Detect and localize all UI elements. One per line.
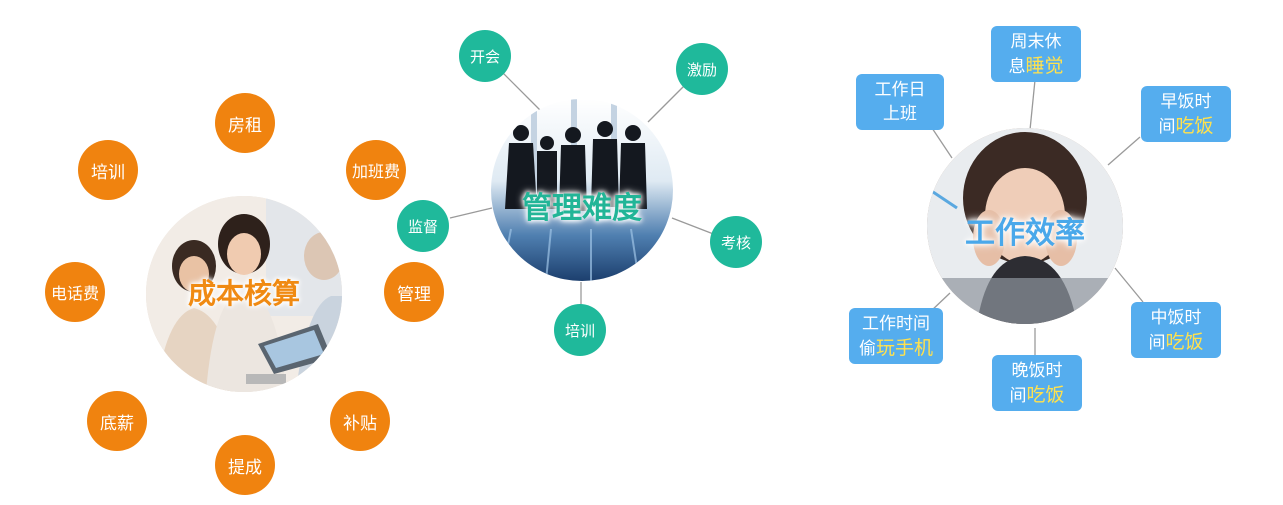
cost-node-management[interactable]: 管理 bbox=[384, 262, 444, 322]
cost-hub-title: 成本核算 bbox=[187, 277, 300, 310]
management-node-training[interactable]: 培训 bbox=[554, 304, 606, 356]
connector-workday bbox=[931, 127, 953, 159]
weekend-line1: 周末休 bbox=[1010, 32, 1062, 52]
connector-lunch bbox=[1114, 267, 1144, 303]
management-node-supervise[interactable]: 监督 bbox=[397, 200, 449, 252]
cost-node-training[interactable]: 培训 bbox=[78, 140, 138, 200]
efficiency-node-phone[interactable]: 工作时间 偷玩手机 bbox=[849, 308, 943, 364]
efficiency-node-weekend[interactable]: 周末休 息睡觉 bbox=[991, 26, 1081, 82]
efficiency-node-lunch[interactable]: 中饭时 间吃饭 bbox=[1131, 302, 1221, 358]
management-node-incentive[interactable]: 激励 bbox=[676, 43, 728, 95]
dinner-line1: 晚饭时 bbox=[1011, 361, 1063, 381]
cost-node-commission[interactable]: 提成 bbox=[215, 435, 275, 495]
dinner-line2-highlight: 吃饭 bbox=[1026, 384, 1065, 406]
office-people-illustration bbox=[146, 196, 342, 392]
phone-line2-plain: 偷 bbox=[858, 339, 876, 359]
efficiency-hub-circle: 工作效率 bbox=[927, 128, 1123, 324]
efficiency-node-workday[interactable]: 工作日 上班 bbox=[856, 74, 944, 130]
lunch-line2-plain: 间 bbox=[1148, 333, 1166, 353]
management-node-meeting[interactable]: 开会 bbox=[459, 30, 511, 82]
cost-node-rent[interactable]: 房租 bbox=[215, 93, 275, 153]
breakfast-line2-highlight: 吃饭 bbox=[1175, 115, 1214, 137]
cost-node-overtime[interactable]: 加班费 bbox=[346, 140, 406, 200]
weekend-line2-plain: 息 bbox=[1008, 57, 1026, 77]
breakfast-line2-plain: 间 bbox=[1158, 117, 1176, 137]
business-silhouettes-illustration bbox=[500, 99, 647, 281]
breakfast-line1: 早饭时 bbox=[1160, 92, 1212, 112]
lunch-line2-highlight: 吃饭 bbox=[1165, 331, 1204, 353]
workday-line2: 上班 bbox=[883, 104, 917, 124]
management-node-assessment[interactable]: 考核 bbox=[710, 216, 762, 268]
cost-node-base-salary[interactable]: 底薪 bbox=[87, 391, 147, 451]
phone-line2-highlight: 玩手机 bbox=[875, 337, 933, 359]
dinner-line2-plain: 间 bbox=[1009, 386, 1027, 406]
cost-hub-circle: 成本核算 bbox=[146, 196, 342, 392]
cost-node-phone-bill[interactable]: 电话费 bbox=[45, 262, 105, 322]
workday-line1: 工作日 bbox=[874, 80, 926, 100]
management-hub-title: 管理难度 bbox=[522, 191, 642, 226]
phone-line1: 工作时间 bbox=[862, 314, 930, 334]
efficiency-node-breakfast[interactable]: 早饭时 间吃饭 bbox=[1141, 86, 1231, 142]
connector-meeting bbox=[499, 69, 541, 111]
efficiency-node-dinner[interactable]: 晚饭时 间吃饭 bbox=[992, 355, 1082, 411]
connector-assessment bbox=[671, 217, 717, 236]
connector-breakfast bbox=[1107, 136, 1141, 166]
weekend-line2-highlight: 睡觉 bbox=[1025, 55, 1064, 77]
efficiency-hub-title: 工作效率 bbox=[965, 216, 1085, 251]
connector-supervise bbox=[449, 207, 493, 219]
cost-node-subsidy[interactable]: 补贴 bbox=[330, 391, 390, 451]
management-hub-circle: 管理难度 bbox=[491, 99, 673, 281]
lunch-line1: 中饭时 bbox=[1150, 308, 1202, 328]
connector-weekend bbox=[1029, 79, 1036, 131]
